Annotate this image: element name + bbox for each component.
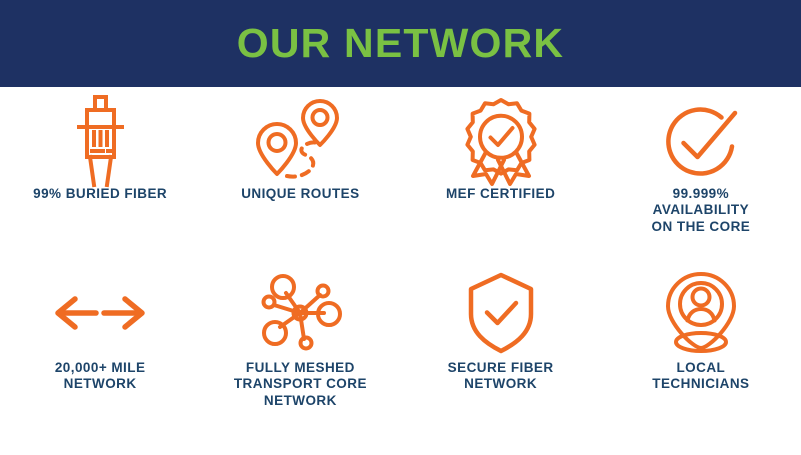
mesh-network-icon xyxy=(258,272,343,354)
feature-row-1: 99% BURIED FIBER xyxy=(0,87,801,262)
route-pins-icon xyxy=(256,99,344,180)
feature-label: LOCAL TECHNICIANS xyxy=(652,360,750,392)
features-grid: 99% BURIED FIBER xyxy=(0,87,801,455)
fiber-connector-icon xyxy=(72,95,128,188)
feature-label: FULLY MESHED TRANSPORT CORE NETWORK xyxy=(233,360,367,408)
feature-item-meshed-core: FULLY MESHED TRANSPORT CORE NETWORK xyxy=(200,262,400,455)
feature-row-2: 20,000+ MILE NETWORK xyxy=(0,262,801,455)
double-arrow-icon xyxy=(54,272,146,354)
certified-badge-icon xyxy=(461,98,541,186)
feature-label: UNIQUE ROUTES xyxy=(241,186,360,201)
feature-item-mile-network: 20,000+ MILE NETWORK xyxy=(0,262,200,455)
location-person-icon xyxy=(663,272,739,354)
feature-item-availability: 99.999% AVAILABILITY ON THE CORE xyxy=(601,87,801,262)
feature-item-unique-routes: UNIQUE ROUTES xyxy=(200,87,400,262)
shield-check-icon xyxy=(464,272,538,354)
page-title: OUR NETWORK xyxy=(236,20,565,66)
feature-item-buried-fiber: 99% BURIED FIBER xyxy=(0,87,200,262)
header-banner: OUR NETWORK xyxy=(0,0,801,87)
feature-label: 99.999% AVAILABILITY ON THE CORE xyxy=(651,186,751,234)
feature-item-secure-fiber: SECURE FIBER NETWORK xyxy=(401,262,601,455)
feature-label: MEF CERTIFIED xyxy=(445,186,556,201)
feature-label: SECURE FIBER NETWORK xyxy=(447,360,554,392)
feature-label: 99% BURIED FIBER xyxy=(33,186,168,201)
circle-check-icon xyxy=(661,102,741,180)
feature-item-local-technicians: LOCAL TECHNICIANS xyxy=(601,262,801,455)
feature-label: 20,000+ MILE NETWORK xyxy=(54,360,146,392)
feature-item-mef-certified: MEF CERTIFIED xyxy=(401,87,601,262)
